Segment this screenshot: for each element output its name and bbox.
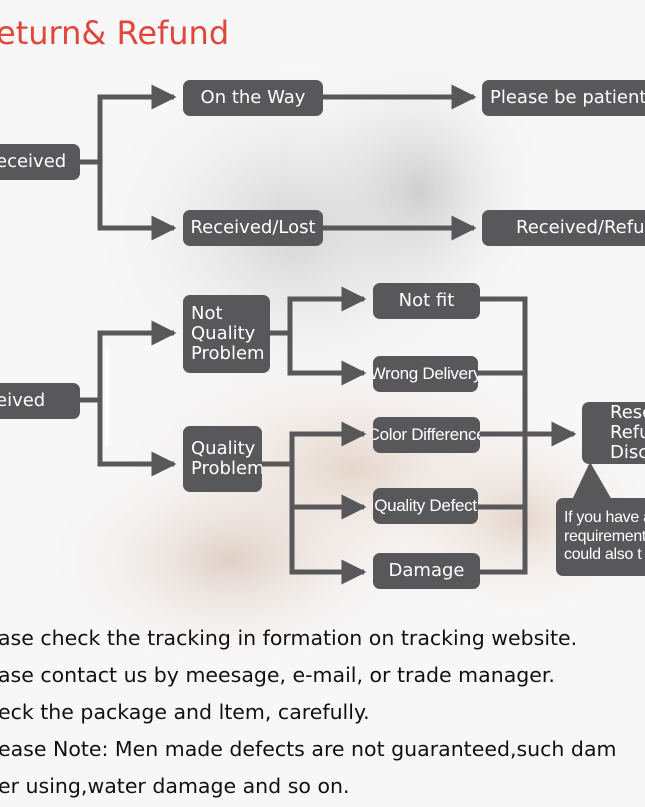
color-difference-box: Color Difference	[373, 417, 480, 453]
wrong-delivery-box: Wrong Delivery	[373, 356, 478, 392]
please-be-patient-box: Please be patient t	[482, 80, 645, 116]
received-start-box: eceived	[0, 144, 80, 180]
not-fit-box: Not fit	[373, 283, 480, 319]
callout-label: If you have a requirement could also t	[564, 508, 645, 564]
wrong-delivery-label: Wrong Delivery	[373, 364, 478, 384]
resend-refund-label: Rese Refu Disc	[610, 402, 645, 464]
not-quality-problem-label: Not Quality Problem	[191, 302, 265, 365]
received-start-lower-label: eived	[0, 389, 46, 411]
received-start-label: eceived	[0, 150, 67, 172]
note-line-5: er using,water damage and so on.	[0, 774, 350, 798]
note-line-1: ase check the tracking in formation on t…	[0, 626, 578, 650]
quality-defect-box: Quality Defect	[373, 488, 478, 524]
received-start-box-lower: eived	[0, 383, 80, 419]
received-refund-label: Received/Refu	[516, 216, 645, 238]
quality-problem-box: Quality Problem	[183, 426, 262, 492]
notes-list: ase check the tracking in formation on t…	[0, 620, 645, 805]
received-lost-label: Received/Lost	[190, 216, 316, 238]
callout-box: If you have a requirement could also t	[556, 498, 645, 576]
quality-problem-label: Quality Problem	[191, 437, 262, 479]
received-refund-box: Received/Refu	[482, 210, 645, 246]
page-title: eturn& Refund	[0, 14, 230, 52]
note-line-4: ease Note: Men made defects are not guar…	[0, 737, 617, 761]
please-be-patient-label: Please be patient t	[490, 86, 645, 108]
on-the-way-label: On the Way	[200, 86, 306, 108]
not-quality-problem-box: Not Quality Problem	[183, 295, 270, 373]
damage-box: Damage	[373, 553, 480, 589]
on-the-way-box: On the Way	[183, 80, 323, 116]
received-lost-box: Received/Lost	[183, 210, 323, 246]
color-difference-label: Color Difference	[373, 425, 480, 445]
not-fit-label: Not fit	[398, 289, 455, 311]
damage-label: Damage	[388, 559, 465, 581]
note-line-3: eck the package and ltem, carefully.	[0, 700, 370, 724]
note-line-2: ase contact us by meesage, e-mail, or tr…	[0, 663, 555, 687]
resend-refund-box: Rese Refu Disc	[582, 402, 645, 464]
quality-defect-label: Quality Defect	[374, 496, 477, 516]
